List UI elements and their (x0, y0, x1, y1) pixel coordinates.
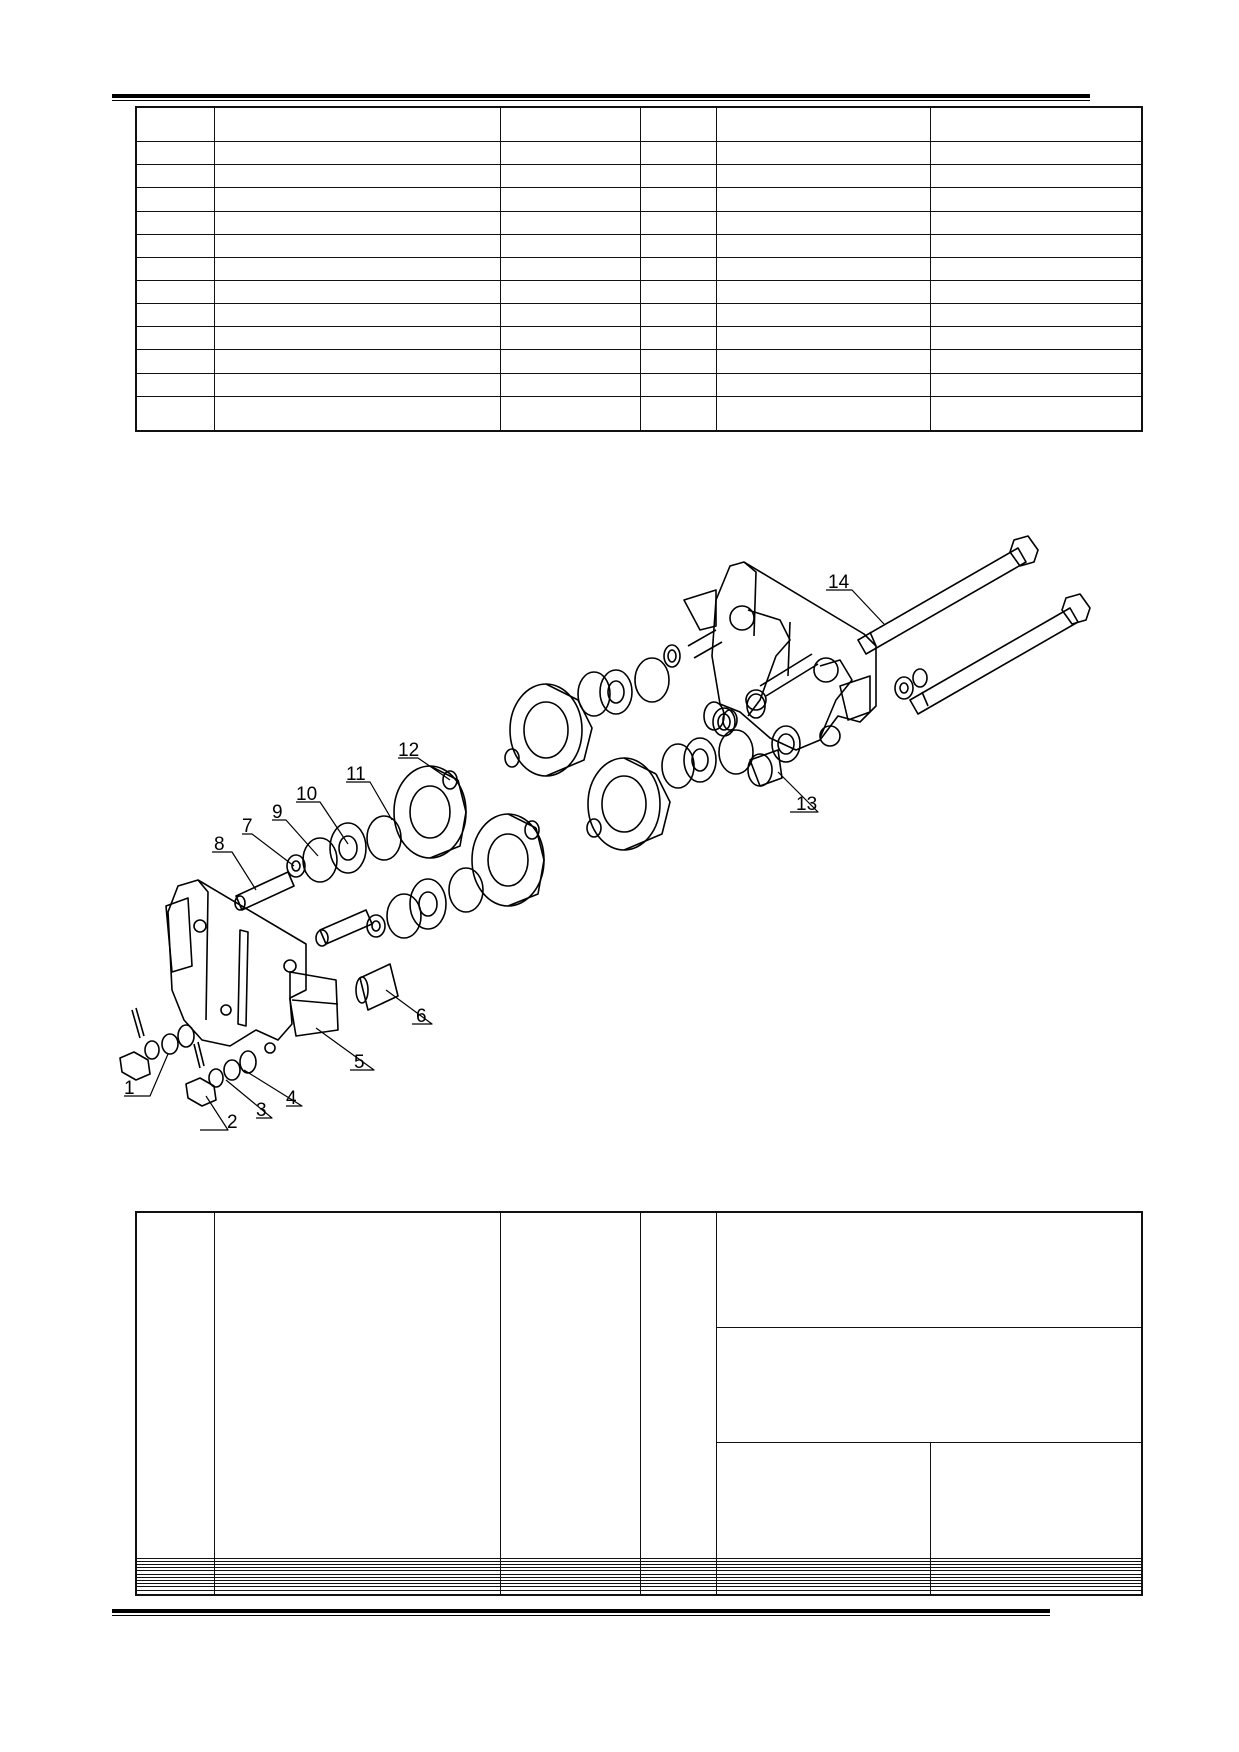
table-row (135, 326, 1143, 351)
table-row (135, 164, 1143, 189)
table-row (135, 256, 1143, 282)
table-cell (929, 303, 1143, 328)
callout-4: 4 (286, 1088, 297, 1109)
table-cell (639, 395, 717, 432)
footer-rule-thin (112, 1615, 1050, 1616)
header-cell-qty (639, 1211, 717, 1559)
header-cell-col-b (929, 1442, 1143, 1559)
table-cell (715, 256, 931, 282)
table-cell (715, 326, 931, 351)
table-cell (929, 395, 1143, 432)
table-cell (929, 1589, 1143, 1596)
callout-10: 10 (296, 784, 317, 805)
bushing-6 (355, 963, 399, 1011)
right-bearing-housings (504, 683, 671, 851)
right-small-parts (663, 629, 928, 737)
header-cell-subgroup (715, 1326, 1143, 1444)
nuts-washers (119, 1007, 257, 1107)
table-cell (135, 303, 215, 328)
callout-2: 2 (227, 1112, 238, 1133)
table-cell (213, 303, 501, 328)
table-cell (213, 349, 501, 374)
pins-8 (234, 871, 373, 947)
callout-1: 1 (124, 1078, 135, 1099)
table-cell (929, 256, 1143, 282)
table-cell (639, 372, 717, 397)
table-cell (929, 280, 1143, 305)
table-cell (135, 256, 215, 282)
bottom-parts-table (135, 1211, 1143, 1596)
table-cell (135, 372, 215, 397)
table-cell (213, 372, 501, 397)
table-cell (213, 395, 501, 432)
right-bearings (577, 657, 754, 789)
table-cell (135, 349, 215, 374)
table-cell (929, 141, 1143, 166)
table-cell (499, 106, 641, 143)
table-cell (639, 210, 717, 235)
callout-5: 5 (354, 1052, 365, 1073)
table-cell (213, 141, 501, 166)
table-cell (639, 349, 717, 374)
table-cell (213, 187, 501, 212)
table-row (135, 1586, 1143, 1591)
table-cell (715, 106, 931, 143)
table-row (135, 372, 1143, 397)
header-rule-thin (112, 100, 1090, 101)
table-row (135, 280, 1143, 305)
table-cell (135, 395, 215, 432)
table-cell (499, 280, 641, 305)
table-cell (715, 187, 931, 212)
table-cell (135, 106, 215, 143)
footer-rule (112, 1609, 1050, 1613)
callout-14: 14 (828, 572, 850, 593)
table-cell (715, 395, 931, 432)
table-cell (135, 233, 215, 258)
table-cell (499, 372, 641, 397)
callout-12: 12 (398, 740, 419, 761)
table-cell (715, 280, 931, 305)
callout-3: 3 (256, 1100, 267, 1121)
callout-8: 8 (214, 834, 225, 855)
right-bracket (683, 561, 877, 751)
top-parts-table (135, 106, 1143, 432)
callout-9: 9 (272, 802, 283, 823)
header-cell-part-number (499, 1211, 641, 1559)
leader-lines (124, 589, 885, 1131)
callout-7: 7 (242, 816, 253, 837)
header-cell-col-a (715, 1442, 931, 1559)
table-row (135, 395, 1143, 432)
header-cell-description (213, 1211, 501, 1559)
nut-spring-13 (747, 725, 801, 787)
table-cell (929, 349, 1143, 374)
table-cell (639, 256, 717, 282)
header-cell-group (715, 1211, 1143, 1328)
flat-bar-5 (289, 971, 339, 1037)
table-row (135, 1589, 1143, 1596)
callout-11: 11 (346, 764, 366, 785)
table-cell (135, 187, 215, 212)
table-cell (929, 1586, 1143, 1591)
table-cell (715, 164, 931, 189)
table-cell (639, 141, 717, 166)
table-cell (929, 326, 1143, 351)
table-cell (499, 395, 641, 432)
table-cell (715, 372, 931, 397)
callout-13: 13 (796, 794, 817, 815)
left-bracket (165, 879, 307, 1054)
callout-labels: 1 2 3 4 5 6 7 8 9 10 11 12 13 14 (124, 572, 850, 1133)
long-bolts (857, 535, 1091, 715)
table-cell (929, 106, 1143, 143)
table-cell (639, 187, 717, 212)
left-bearings (286, 765, 545, 939)
table-cell (929, 233, 1143, 258)
table-cell (499, 303, 641, 328)
header-rule (112, 94, 1090, 98)
table-cell (639, 233, 717, 258)
table-cell (929, 372, 1143, 397)
table-row (135, 106, 1143, 143)
callout-6: 6 (416, 1006, 427, 1027)
table-cell (213, 106, 501, 143)
